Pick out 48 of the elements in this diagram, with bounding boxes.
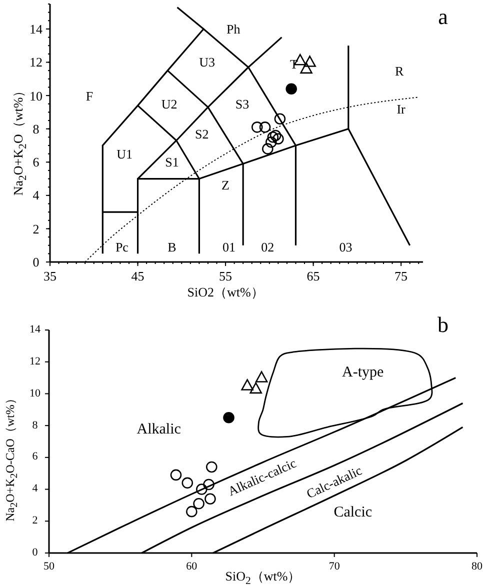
tick-label: 70 (328, 562, 340, 572)
tick-label: 80 (472, 562, 482, 572)
field-label: Ir (396, 102, 406, 116)
field-label: 02 (261, 240, 274, 254)
tick-label: 12 (30, 56, 42, 69)
tick-label: 8 (32, 122, 40, 136)
field-label: Alkalic (136, 422, 181, 438)
tick-label: 14 (30, 22, 42, 36)
tick-label: 2 (32, 516, 38, 527)
field-label: Ph (226, 22, 240, 36)
tick-label: 45 (131, 270, 144, 282)
tick-label: 8 (32, 420, 38, 432)
tick-label: 4 (32, 484, 38, 495)
tick-label: 60 (186, 562, 198, 572)
tick-label: 6 (32, 452, 38, 463)
field-label: B (168, 240, 176, 254)
field-label: R (394, 64, 404, 78)
field-label: U1 (116, 147, 133, 160)
tick-label: 50 (44, 562, 54, 572)
tick-label: 4 (32, 188, 40, 202)
panel-label: a (438, 6, 448, 28)
field-label: U3 (199, 56, 216, 69)
field-label: 03 (339, 240, 352, 254)
field-label: 01 (222, 240, 236, 254)
tick-label: 75 (394, 270, 408, 282)
tick-label: 2 (32, 222, 40, 236)
tick-label: 0 (32, 256, 40, 268)
field-label: F (86, 89, 94, 102)
tick-label: 35 (44, 270, 56, 282)
field-label: S1 (165, 156, 179, 169)
panel-label: b (438, 314, 448, 336)
axis-title: SiO2（wt%） (187, 286, 264, 298)
field-label: S3 (235, 97, 250, 110)
tick-label: 14 (30, 324, 40, 336)
field-label: Z (222, 178, 230, 192)
tick-label: 10 (30, 388, 40, 400)
field-label: Pc (115, 240, 128, 254)
tick-label: 65 (306, 270, 320, 282)
tick-label: 6 (32, 156, 40, 169)
tick-label: 10 (30, 89, 42, 102)
tick-label: 0 (32, 548, 38, 558)
field-label: S2 (194, 127, 209, 140)
field-label: Calcic (334, 506, 372, 521)
field-label: U2 (161, 97, 178, 110)
tick-label: 55 (219, 270, 232, 282)
field-label: A-type (342, 366, 384, 380)
axis-title: SiO$_{2}$（wt%） (225, 569, 301, 586)
tick-label: 12 (30, 356, 40, 368)
